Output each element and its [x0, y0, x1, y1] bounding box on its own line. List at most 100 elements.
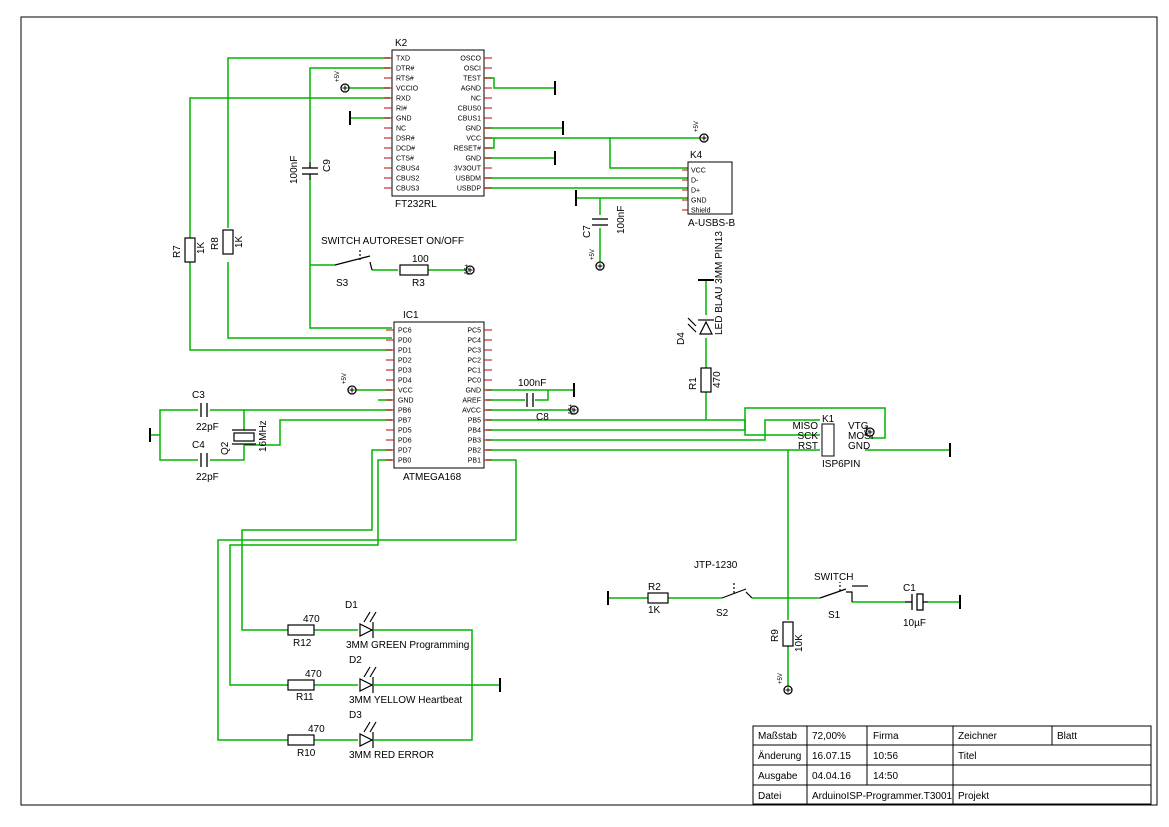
ic1-pin-label: PC2 [467, 358, 481, 365]
k2-pin-label: NC [396, 126, 406, 133]
k4-pin-label: D- [691, 178, 699, 185]
led-d1 [359, 611, 377, 638]
tb-firma-label: Firma [873, 731, 899, 742]
tb-zeichner-label: Zeichner [958, 731, 998, 742]
k2-pin-label: RI# [396, 106, 407, 113]
tb-ausgabe-label: Ausgabe [758, 771, 798, 782]
ic1-pin-label: GND [398, 398, 414, 405]
d1-ref: D1 [345, 600, 358, 611]
k2-right-pin-labels: OSCOOSCITESTAGNDNCCBUS0CBUS1GNDVCCRESET#… [454, 56, 492, 193]
tb-massstab-label: Maßstab [758, 731, 797, 742]
k1-pin-label: MOSI [848, 431, 874, 442]
s2-value: JTP-1230 [694, 560, 738, 571]
r2-ref: R2 [648, 582, 661, 593]
k2-pin-label: TEST [463, 76, 482, 83]
q2-ref: Q2 [220, 441, 231, 455]
k2-name: FT232RL [395, 199, 437, 210]
resistor-r7 [184, 237, 196, 263]
vcc-label: +5V [342, 373, 348, 384]
resistor-r12 [287, 624, 315, 636]
ic1-pin-label: PB7 [398, 418, 411, 425]
vcc-symbols: +5V+5V+5V+5V+5V+5V+5V+5V [335, 71, 875, 695]
k1-pin-label: RST [798, 441, 818, 452]
d3-ref: D3 [349, 710, 362, 721]
ic1-pin-label: PD3 [398, 368, 412, 375]
k1-pin-label: VTG [848, 421, 869, 432]
resistor-r2 [647, 592, 669, 604]
ic1-left-pin-labels: PC6PD0PD1PD2PD3PD4VCCGNDPB6PB7PD5PD6PD7P… [386, 328, 414, 465]
vcc-label: +5V [590, 249, 596, 260]
r11-ref: R11 [296, 692, 314, 703]
k2-pin-label: GND [465, 126, 481, 133]
tb-datei-value: ArduinoISP-Programmer.T3001 [812, 791, 953, 802]
ic1-pin-label: GND [465, 388, 481, 395]
k2-pin-label: OSCI [464, 66, 481, 73]
tb-aenderung-date: 16.07.15 [812, 751, 851, 762]
ic1-name: ATMEGA168 [403, 472, 462, 483]
k2-pin-label: OSCO [460, 56, 481, 63]
r3-value: 100 [412, 254, 429, 265]
led-d4 [687, 279, 714, 335]
capacitor-c4 [200, 453, 208, 467]
ic1-pin-label: PC6 [398, 328, 412, 335]
tb-massstab-value: 72,00% [812, 731, 846, 742]
c7-value: 100nF [616, 206, 627, 234]
capacitor-c1 [905, 593, 928, 611]
resistor-r8 [222, 229, 234, 255]
k2-pin-label: USBDP [457, 186, 481, 193]
c9-ref: C9 [322, 159, 333, 172]
c8-ref: C8 [536, 412, 549, 423]
tb-aenderung-time: 10:56 [873, 751, 898, 762]
r1-value: 470 [712, 371, 723, 388]
tb-datei-label: Datei [758, 791, 781, 802]
ic1-ref: IC1 [403, 310, 419, 321]
k2-pin-label: DCD# [396, 146, 415, 153]
d3-value: 3MM RED ERROR [349, 750, 434, 761]
ic1-pin-label: AREF [462, 398, 481, 405]
crystal-q2 [232, 429, 256, 445]
k4-name: A-USBS-B [688, 218, 736, 229]
r10-value: 470 [308, 724, 325, 735]
k2-pin-label: VCCIO [396, 86, 419, 93]
capacitor-c9 [302, 162, 318, 180]
d4-value: LED BLAU 3MM PIN13 [714, 231, 725, 335]
c4-value: 22pF [196, 472, 219, 483]
k4-pin-label: GND [691, 198, 707, 205]
capacitor-c3 [200, 403, 208, 417]
r11-value: 470 [305, 669, 322, 680]
resistor-r3 [399, 264, 429, 276]
s3-value: SWITCH AUTORESET ON/OFF [321, 236, 464, 247]
k2-pin-label: CBUS4 [396, 166, 419, 173]
c7-ref: C7 [582, 225, 593, 238]
ic1-pin-label: PD0 [398, 338, 412, 345]
led-d2 [359, 666, 377, 693]
ic1-pin-label: PB6 [398, 408, 411, 415]
ic1-pin-label: PB5 [468, 418, 481, 425]
k1-name: ISP6PIN [822, 459, 860, 470]
resistor-r10 [287, 734, 315, 746]
ic1-pin-label: PB2 [468, 448, 481, 455]
r9-value: 10K [794, 634, 805, 652]
ic1-pin-label: VCC [398, 388, 413, 395]
k2-pin-label: CTS# [396, 156, 414, 163]
k2-pin-label: 3V3OUT [454, 166, 482, 173]
resistor-r1 [700, 367, 712, 393]
d2-ref: D2 [349, 655, 362, 666]
ic1-pin-label: PC0 [467, 378, 481, 385]
tb-ausgabe-date: 04.04.16 [812, 771, 851, 782]
k4-ref: K4 [690, 150, 703, 161]
k2-pin-label: GND [465, 156, 481, 163]
tb-aenderung-label: Änderung [758, 750, 801, 762]
c8-value: 100nF [518, 378, 546, 389]
k2-pin-label: CBUS2 [396, 176, 419, 183]
vcc-label: +5V [335, 71, 341, 82]
ic1-pin-label: PC3 [467, 348, 481, 355]
k2-pin-label: RESET# [454, 146, 481, 153]
c3-ref: C3 [192, 390, 205, 401]
k2-ref: K2 [395, 38, 408, 49]
s3-ref: S3 [336, 278, 349, 289]
r7-value: 1K [196, 241, 207, 254]
